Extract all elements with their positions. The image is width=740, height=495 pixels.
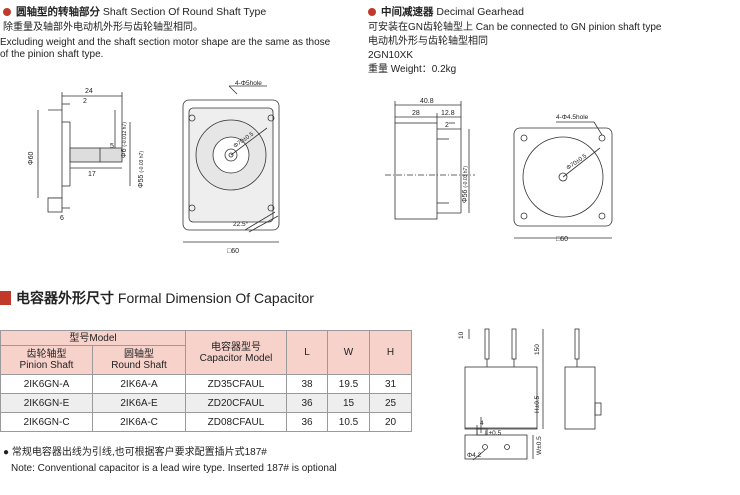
cell-cap: ZD08CFAUL [185, 412, 287, 432]
dim-cap-10: 10 [458, 331, 465, 339]
dim-6: 6 [60, 215, 64, 222]
header-model: 型号Model [0, 330, 186, 346]
cell-l: 38 [286, 374, 328, 394]
dim-cap-h: H±0.5 [534, 395, 541, 413]
cell-cap: ZD35CFAUL [185, 374, 287, 394]
bullet-icon [368, 8, 376, 16]
cell-round: 2IK6A-E [92, 393, 186, 413]
cell-w: 15 [327, 393, 370, 413]
dim-gh-2: 2 [445, 122, 449, 129]
bullet-icon: ● [3, 447, 10, 458]
dim-2: 2 [83, 98, 87, 105]
gearhead-line1: 可安装在GN齿轮轴型上 Can be connected to GN pinio… [368, 22, 662, 33]
gearhead-title: 中间减速器 Decimal Gearhead [368, 6, 524, 19]
dim-cap-4: 4 [480, 420, 484, 427]
dim-shaft-dia: Φ6 (-0.012 h7) [121, 122, 128, 158]
dim-angle: 22.5° [233, 220, 249, 228]
cell-w: 19.5 [327, 374, 370, 394]
cell-h: 20 [369, 412, 412, 432]
dim-12-8: 12.8 [441, 110, 455, 117]
shaft-desc-en-1: Excluding weight and the shaft section m… [0, 37, 331, 48]
dim-holes: 4-Φ5hole [235, 80, 262, 87]
dim-phi60: Φ60 [28, 152, 35, 165]
dim-cap-150: 150 [534, 344, 541, 355]
gearhead-line2: 电动机外形与齿轮轴型相同 [368, 36, 488, 47]
table-row: 2IK6GN-E 2IK6A-E ZD20CFAUL 36 15 25 [0, 393, 412, 413]
cell-cap: ZD20CFAUL [185, 393, 287, 413]
cell-l: 36 [286, 412, 328, 432]
table-row: 2IK6GN-A 2IK6A-A ZD35CFAUL 38 19.5 31 [0, 374, 412, 394]
dim-phi56: Φ56 (-0.03 h7) [462, 166, 469, 203]
dim-cap-w: W±0.5 [536, 436, 543, 455]
dim-5: 5 [110, 143, 114, 150]
gearhead-model: 2GN10XK [368, 50, 414, 61]
table-row: 2IK6GN-C 2IK6A-C ZD08CFAUL 36 10.5 20 [0, 412, 412, 432]
cell-h: 25 [369, 393, 412, 413]
dim-gh-square: □60 [556, 236, 568, 243]
dim-flange-dia: Φ55 (-0.03 h7) [138, 151, 145, 188]
shaft-desc-en-2: of the pinion shaft type. [0, 49, 104, 60]
gearhead-weight: 重量 Weight：0.2kg [368, 64, 457, 75]
cell-pinion: 2IK6GN-E [0, 393, 93, 413]
shaft-section-title: 圆轴型的转轴部分 Shaft Section Of Round Shaft Ty… [3, 6, 266, 19]
dim-28: 28 [412, 110, 420, 117]
cell-round: 2IK6A-C [92, 412, 186, 432]
cell-h: 31 [369, 374, 412, 394]
dim-40-8: 40.8 [420, 98, 434, 105]
gearhead-front-drawing: 4-Φ4.5hole Φ70±0.5 □60 [513, 114, 613, 243]
note-cn: ● 常规电容器出线为引线,也可根据客户要求配置插片式187# [3, 447, 267, 458]
shaft-desc-cn: 除重量及轴部外电动机外形与齿轮轴型相同。 [3, 22, 203, 33]
header-l: L [286, 330, 328, 375]
cell-pinion: 2IK6GN-C [0, 412, 93, 432]
dim-cap-l: L±0.5 [485, 430, 502, 437]
dim-17: 17 [88, 171, 96, 178]
capacitor-title: 电容器外形尺寸 Formal Dimension Of Capacitor [0, 289, 314, 307]
dim-square: □60 [227, 248, 239, 255]
dim-gh-holes: 4-Φ4.5hole [556, 114, 589, 121]
bullet-icon [3, 8, 11, 16]
cell-pinion: 2IK6GN-A [0, 374, 93, 394]
motor-front-drawing: 4-Φ5hole Φ70±0.5 22.5° □60 [182, 80, 280, 255]
header-h: H [369, 330, 412, 375]
cell-w: 10.5 [327, 412, 370, 432]
gearhead-side-drawing: 40.8 28 12.8 2 Φ56 (-0.03 h7) [385, 98, 475, 220]
section-bar-icon [0, 291, 11, 305]
dim-cap-hole: Φ4.2 [467, 452, 482, 459]
cell-l: 36 [286, 393, 328, 413]
shaft-side-drawing: 24 2 5 17 6 Φ60 Φ6 (-0.012 h7) Φ55 (-0.0… [28, 88, 145, 222]
dim-24: 24 [85, 88, 93, 95]
capacitor-drawing: 10 150 H±0.5 4 L±0.5 W±0.5 Φ4.2 [458, 328, 602, 461]
dim-gh-pcd: Φ70±0.5 [566, 153, 589, 172]
header-w: W [327, 330, 370, 375]
note-en: Note: Conventional capacitor is a lead w… [11, 463, 337, 474]
cell-round: 2IK6A-A [92, 374, 186, 394]
